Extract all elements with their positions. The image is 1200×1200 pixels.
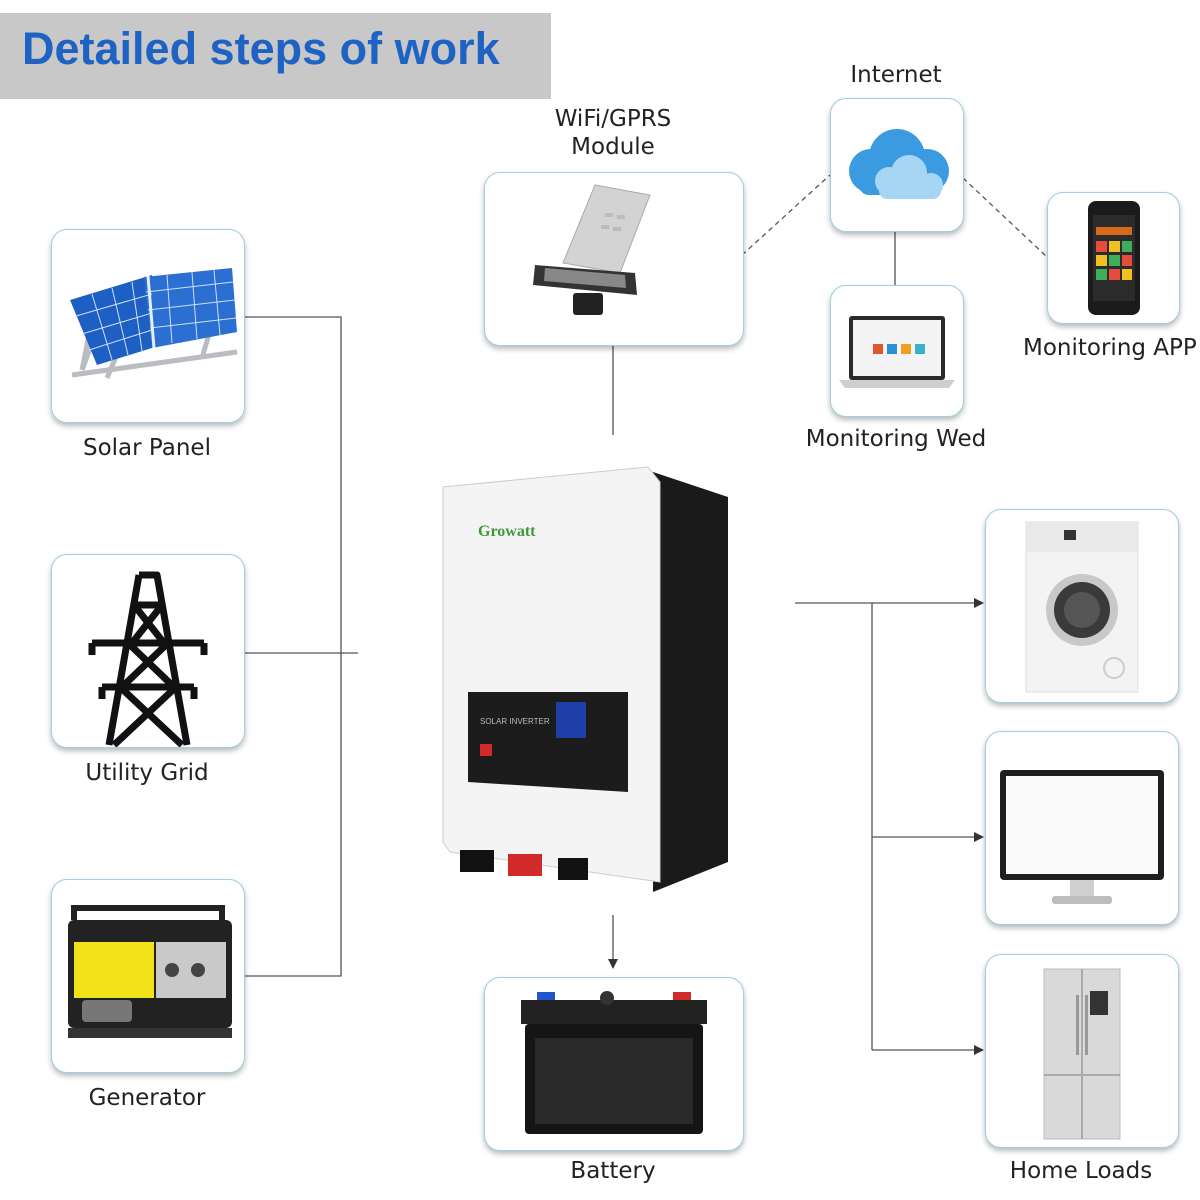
- washing-machine-card: [985, 509, 1179, 703]
- internet-label: Internet: [850, 62, 942, 88]
- page-title: Detailed steps of work: [22, 23, 500, 74]
- refrigerator-card: [985, 954, 1179, 1148]
- generator-label: Generator: [88, 1085, 206, 1111]
- monitor-icon: [1000, 770, 1164, 904]
- monitor-card: [985, 731, 1179, 925]
- inverter-panel-text: SOLAR INVERTER: [480, 717, 550, 726]
- monitoring-app-card: [1047, 192, 1180, 324]
- wifi-module-label-line1: WiFi/GPRS: [554, 106, 672, 132]
- title-banner: Detailed steps of work: [0, 13, 551, 99]
- solar-panel-label: Solar Panel: [83, 435, 211, 461]
- monitoring-app-label: Monitoring APP: [1023, 335, 1197, 361]
- wifi-module-card: [484, 172, 744, 346]
- battery-card: [484, 977, 744, 1151]
- solar-panel-icon: [70, 268, 238, 379]
- wifi-module-label-line2: Module: [571, 134, 655, 160]
- battery-icon: [521, 991, 707, 1134]
- laptop-icon: [839, 316, 955, 388]
- home-loads-label: Home Loads: [1009, 1158, 1153, 1184]
- utility-grid-label: Utility Grid: [85, 760, 209, 786]
- generator-icon: [68, 905, 232, 1038]
- smartphone-icon: [1088, 201, 1140, 315]
- washing-machine-icon: [1025, 521, 1139, 693]
- battery-label: Battery: [570, 1158, 656, 1184]
- solar-panel-card: [51, 229, 245, 423]
- generator-card: [51, 879, 245, 1073]
- internet-app-link: [962, 177, 1048, 258]
- inverter-image: SOLAR INVERTER Growatt: [442, 466, 728, 892]
- wifi-module-icon: [533, 184, 651, 315]
- solar-link: [245, 316, 342, 977]
- loads-bus: [795, 602, 873, 1050]
- cloud-icon: [849, 129, 949, 199]
- inverter-brand: Growatt: [478, 523, 536, 540]
- utility-grid-card: [51, 554, 245, 748]
- transmission-tower-icon: [88, 571, 208, 747]
- refrigerator-icon: [1043, 968, 1121, 1140]
- monitoring-web-card: [830, 285, 964, 417]
- internet-card: [830, 98, 964, 232]
- monitoring-web-label: Monitoring Wed: [805, 426, 987, 452]
- wifi-internet-link: [741, 174, 831, 256]
